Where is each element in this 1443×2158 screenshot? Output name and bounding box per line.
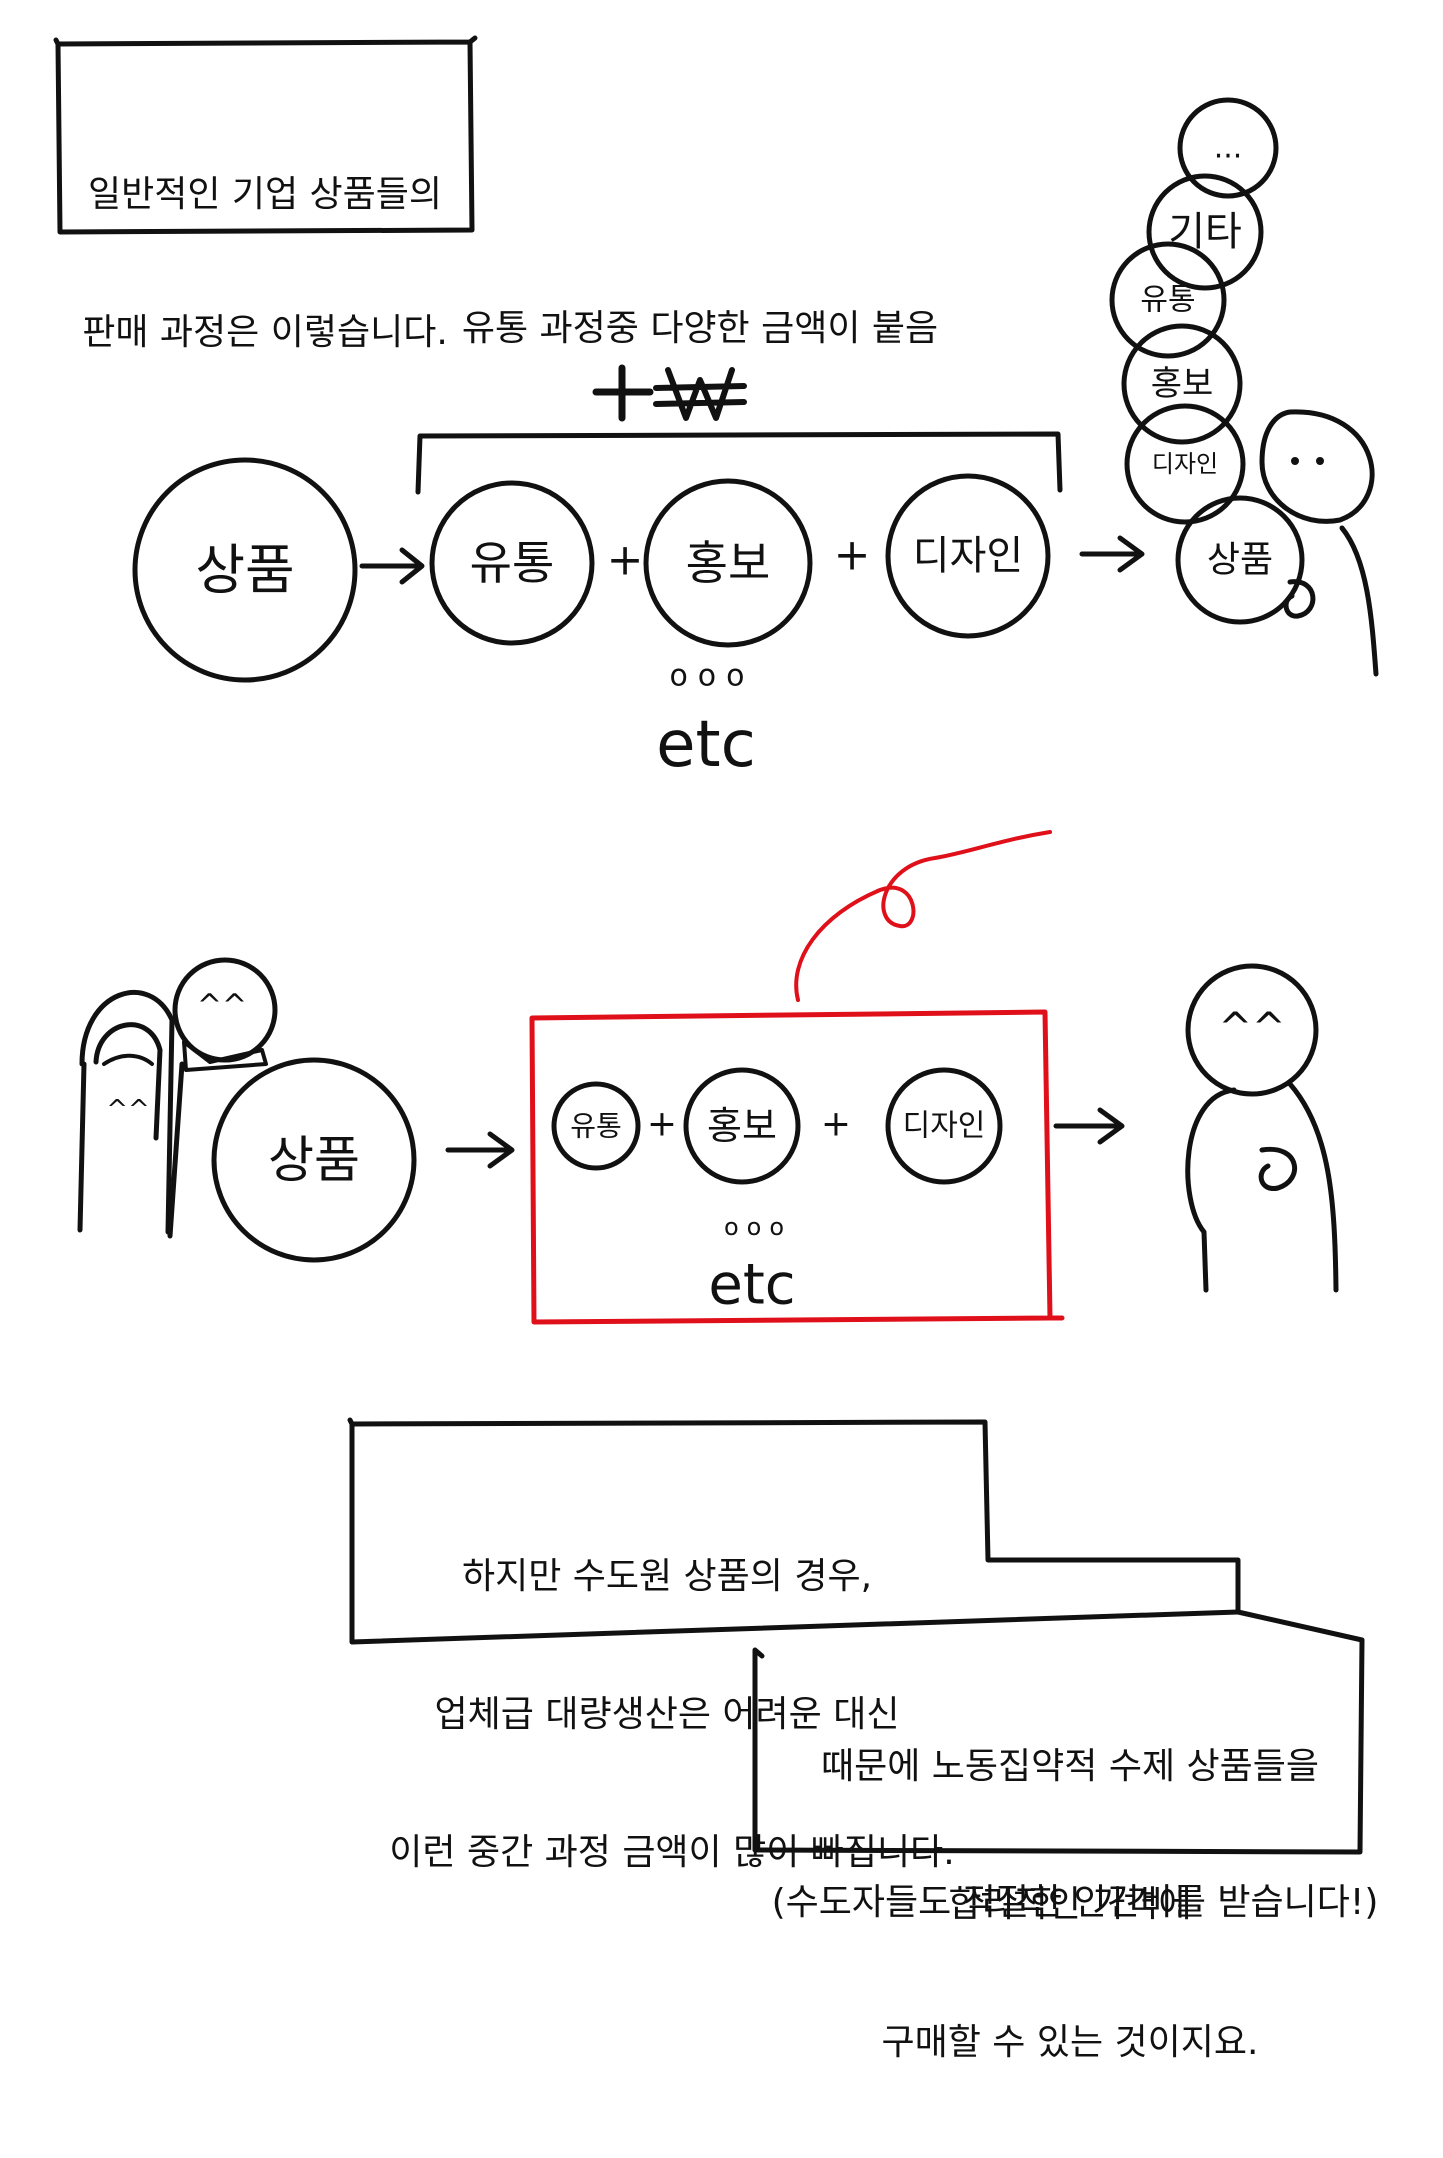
- cost-circle-promotion-bottom: 홍보: [683, 1067, 801, 1185]
- ellipsis-dots: ooo: [724, 1213, 792, 1241]
- cost-bracket: [415, 431, 1063, 495]
- stack-label-other: 기타: [1168, 209, 1242, 255]
- stack-label-design: 디자인: [1152, 450, 1218, 478]
- text-box-1-line-3: 이런 중간 과정 금액이 많이 빠집니다.: [389, 1832, 955, 1873]
- cost-label-design-bottom: 디자인: [903, 1109, 986, 1144]
- cost-label-promotion-bottom: 홍보: [707, 1104, 777, 1148]
- stack-label-more: ...: [1214, 131, 1243, 166]
- red-squiggle-stroke: [794, 830, 1052, 1002]
- etc-label: etc: [656, 708, 756, 782]
- product-circle: 상품: [132, 457, 358, 683]
- text-box-1-frame: [347, 1417, 1241, 1645]
- cost-circle-promotion: 홍보: [643, 478, 813, 648]
- text-box-1: 하지만 수도원 상품의 경우, 업체급 대량생산은 어려운 대신 이런 중간 과…: [352, 1462, 982, 1968]
- etc-label: etc: [708, 1253, 795, 1318]
- arrow-icon: [445, 1131, 515, 1169]
- product-circle-bottom: 상품: [211, 1057, 417, 1263]
- cost-stack: ... 기타 유통 홍보 디자인 상품: [1109, 97, 1316, 625]
- customer-face: ^^: [1218, 1005, 1285, 1051]
- footnote: (수도자들도 적절한 인건비를 받습니다!): [771, 1882, 1379, 1923]
- cost-circle-design-bottom: 디자인: [885, 1067, 1003, 1185]
- highlight-box: [529, 1009, 1065, 1325]
- stack-label-distribution: 유통: [1140, 283, 1195, 318]
- customer-figure: [1259, 409, 1379, 677]
- cost-circle-distribution: 유통: [429, 480, 595, 646]
- stack-label-promotion: 홍보: [1151, 364, 1214, 404]
- ellipsis-dots: ooo: [669, 659, 754, 694]
- plus-sign: +: [834, 530, 871, 581]
- monk-figure: ^^: [167, 957, 278, 1239]
- arrow-icon: [1053, 1107, 1125, 1145]
- currency-mark: [592, 364, 747, 422]
- plus-sign: +: [821, 1104, 851, 1145]
- nun-face: ^^: [106, 1095, 150, 1125]
- intro-text: 일반적인 기업 상품들의 판매 과정은 이렇습니다.: [60, 80, 470, 448]
- drawing-canvas: 상품 유통 + 홍보 + 디자인 ooo etc: [53, 35, 1379, 1855]
- nun-figure: ^^: [77, 990, 175, 1235]
- cost-label-distribution-bottom: 유통: [570, 1110, 622, 1143]
- text-box-2-line-1: 때문에 노동집약적 수제 상품들을: [820, 1746, 1319, 1787]
- cost-circle-design: 디자인: [885, 473, 1051, 639]
- intro-box-frame: [53, 35, 478, 235]
- product-label-bottom: 상품: [268, 1131, 360, 1189]
- product-label: 상품: [195, 539, 294, 602]
- plus-sign: +: [647, 1104, 677, 1145]
- intro-line-1: 일반적인 기업 상품들의: [87, 174, 443, 215]
- text-box-1-line-2: 업체급 대량생산은 어려운 대신: [434, 1694, 900, 1735]
- text-box-2-line-3: 구매할 수 있는 것이지요.: [881, 2022, 1259, 2063]
- text-box-2-line-2: 합리적인 가격에: [948, 1884, 1192, 1925]
- annotation-text: 유통 과정중 다양한 금액이 붙음: [461, 308, 939, 349]
- arrow-icon: [359, 547, 425, 585]
- cost-label-design: 디자인: [913, 533, 1023, 579]
- cost-label-promotion: 홍보: [686, 536, 771, 590]
- customer-figure-bottom: ^^: [1185, 963, 1339, 1293]
- text-box-1-line-1: 하지만 수도원 상품의 경우,: [461, 1556, 873, 1597]
- cost-label-distribution: 유통: [470, 536, 555, 590]
- text-box-2-frame: [752, 1609, 1365, 1855]
- stack-label-product: 상품: [1207, 540, 1273, 581]
- comic-page: 상품 유통 + 홍보 + 디자인 ooo etc: [53, 35, 1379, 2063]
- arrow-icon: [1079, 535, 1145, 573]
- cost-circle-distribution-bottom: 유통: [551, 1081, 641, 1171]
- monk-face: ^^: [197, 989, 247, 1024]
- plus-sign: +: [607, 535, 644, 586]
- intro-line-2: 판매 과정은 이렇습니다.: [82, 312, 448, 353]
